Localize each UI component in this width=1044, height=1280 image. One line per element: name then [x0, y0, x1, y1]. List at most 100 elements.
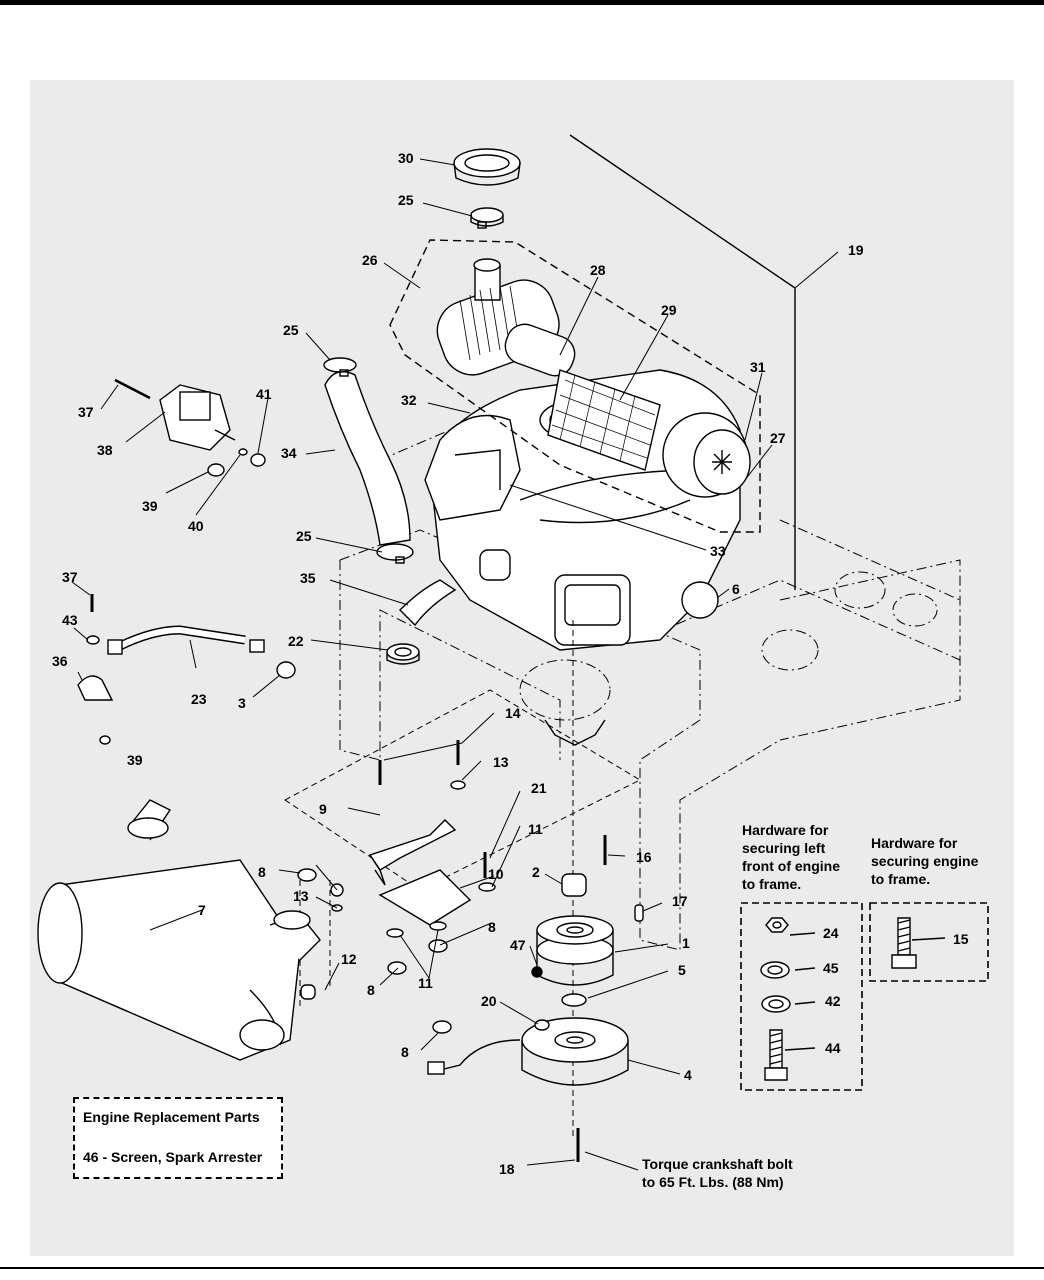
- fuel-line-23: [107, 625, 265, 655]
- callout-12: 12: [341, 951, 357, 967]
- replacement-title: Engine Replacement Parts: [83, 1109, 260, 1125]
- callout-2: 2: [532, 864, 540, 880]
- bracket-9: [368, 819, 457, 871]
- nut-20: [534, 1019, 550, 1031]
- callout-15: 15: [953, 931, 969, 947]
- callout-47: 47: [510, 937, 526, 953]
- muffler-7: [37, 799, 321, 1061]
- callout-41: 41: [256, 386, 272, 402]
- callout-11b: 11: [418, 975, 433, 991]
- air-cleaner-box: [389, 239, 761, 533]
- callout-14: 14: [505, 705, 521, 721]
- callout-31: 31: [750, 359, 766, 375]
- callout-9: 9: [319, 801, 327, 817]
- filter-29: [547, 369, 661, 471]
- callout-25c: 25: [296, 528, 312, 544]
- spacer-12: [300, 984, 316, 1000]
- callout-38: 38: [97, 442, 113, 458]
- callout-8b: 8: [488, 919, 496, 935]
- callout-8c: 8: [367, 982, 375, 998]
- bracket-dashed: [284, 689, 642, 891]
- callout-11a: 11: [528, 821, 543, 837]
- callout-39b: 39: [127, 752, 143, 768]
- key-17: [634, 904, 644, 922]
- nut-8-b: [432, 1020, 452, 1034]
- clip-47: [531, 966, 543, 978]
- nut-39: [207, 463, 225, 477]
- callout-43: 43: [62, 612, 78, 628]
- washer-43: [86, 635, 100, 645]
- callout-3: 3: [238, 695, 246, 711]
- callout-37b: 37: [62, 569, 78, 585]
- callout-36: 36: [52, 653, 68, 669]
- callout-21: 21: [531, 780, 547, 796]
- nut-39-b: [99, 735, 111, 745]
- callout-35: 35: [300, 570, 316, 586]
- top-rule: [0, 0, 1044, 5]
- washer-13: [450, 780, 466, 790]
- leader-lines: [71, 158, 839, 1171]
- callout-29: 29: [661, 302, 677, 318]
- callout-40: 40: [188, 518, 204, 534]
- callout-6: 6: [732, 581, 740, 597]
- hose-34: [324, 371, 411, 546]
- callout-27: 27: [770, 430, 786, 446]
- callout-33: 33: [710, 543, 726, 559]
- clamp-36: [77, 675, 114, 701]
- nut-41: [250, 453, 266, 467]
- callout-10: 10: [488, 866, 504, 882]
- plate-10: [378, 869, 472, 926]
- fitting: [479, 549, 511, 581]
- spacer-2: [561, 873, 587, 897]
- clutch-4: [427, 1017, 629, 1086]
- callout-24: 24: [823, 925, 839, 941]
- callout-20: 20: [481, 993, 497, 1009]
- callout-13b: 13: [293, 888, 309, 904]
- clamp-25-mid: [323, 357, 357, 377]
- callout-30: 30: [398, 150, 414, 166]
- bottom-rule: [0, 1267, 1044, 1269]
- callout-8d: 8: [401, 1044, 409, 1060]
- callout-19: 19: [848, 242, 864, 258]
- callout-25a: 25: [398, 192, 414, 208]
- washer-5: [561, 993, 587, 1007]
- engine-replacement-box: Engine Replacement Parts 46 - Screen, Sp…: [73, 1097, 283, 1179]
- callout-8a: 8: [258, 864, 266, 880]
- callout-16: 16: [636, 849, 652, 865]
- callout-39a: 39: [142, 498, 158, 514]
- clamp-25-low: [376, 543, 414, 564]
- note-hardware-left: Hardware for securing left front of engi…: [742, 822, 840, 892]
- callout-28: 28: [590, 262, 606, 278]
- callout-44: 44: [825, 1040, 841, 1056]
- hardware-frame-parts: [891, 917, 946, 969]
- callout-1: 1: [682, 935, 690, 951]
- washer-40: [238, 448, 248, 456]
- callout-42: 42: [825, 993, 841, 1009]
- cover-31: [662, 412, 751, 498]
- hardware-left-parts: [760, 917, 816, 1081]
- hardware-box-frame: [869, 902, 989, 982]
- clamp-25-top: [470, 207, 504, 229]
- fuel-valve-38: [114, 378, 236, 451]
- callout-22: 22: [288, 633, 304, 649]
- filter-28: [504, 323, 576, 377]
- callout-4: 4: [684, 1067, 692, 1083]
- grommet-22: [386, 643, 420, 665]
- callout-7: 7: [198, 902, 206, 918]
- callout-18: 18: [499, 1161, 515, 1177]
- hardware-box-left: [740, 902, 863, 1091]
- note-hardware-frame: Hardware for securing engine to frame.: [871, 835, 979, 887]
- callout-45: 45: [823, 960, 839, 976]
- cap-30: [453, 148, 521, 186]
- callout-32: 32: [401, 392, 417, 408]
- pulley-1: [536, 915, 614, 986]
- callout-13a: 13: [493, 754, 509, 770]
- callout-25b: 25: [283, 322, 299, 338]
- callout-34: 34: [281, 445, 297, 461]
- note-torque: Torque crankshaft bolt to 65 Ft. Lbs. (8…: [642, 1156, 793, 1190]
- callout-26: 26: [362, 252, 378, 268]
- shroud-top: [569, 134, 796, 289]
- callout-17: 17: [672, 893, 688, 909]
- fitting-3: [276, 661, 296, 679]
